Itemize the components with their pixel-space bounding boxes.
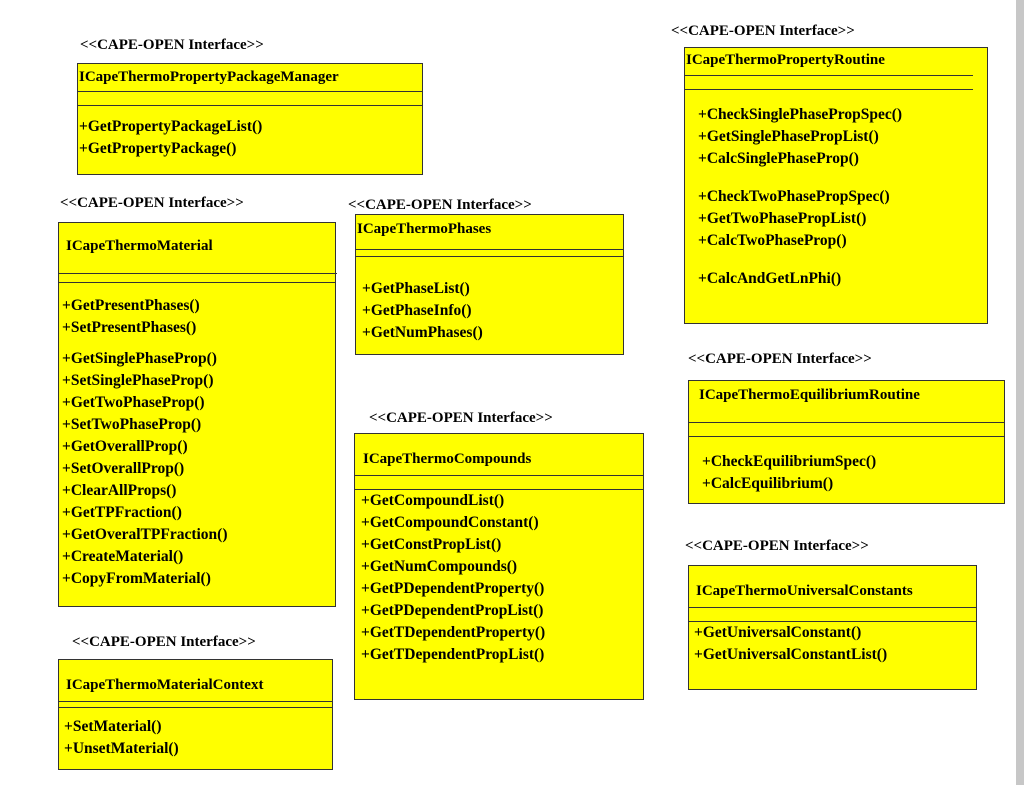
operation-item: +GetPresentPhases() xyxy=(62,297,200,314)
operation-item: +CheckTwoPhasePropSpec() xyxy=(698,188,890,205)
separator xyxy=(356,249,623,250)
separator xyxy=(59,701,332,702)
operation-list: +GetPropertyPackageList() +GetPropertyPac… xyxy=(79,116,262,160)
operation-item: +SetTwoPhaseProp() xyxy=(62,416,202,433)
separator xyxy=(689,621,976,622)
operation-item: +SetSinglePhaseProp() xyxy=(62,372,214,389)
operation-group-gap xyxy=(62,339,228,348)
operation-list: +GetPhaseList() +GetPhaseInfo() +GetNumPha… xyxy=(362,278,483,344)
operation-item: +GetTPFraction() xyxy=(62,504,182,521)
operation-item: +GetCompoundList() xyxy=(361,492,505,509)
operation-item: +GetPhaseInfo() xyxy=(362,302,472,319)
operation-item: +GetPDependentPropList() xyxy=(361,602,544,619)
operation-item: +GetSinglePhasePropList() xyxy=(698,128,879,145)
interface-box-package-manager: ICapeThermoPropertyPackageManager +GetPr… xyxy=(77,63,423,175)
separator xyxy=(78,91,422,92)
operation-item: +ClearAllProps() xyxy=(62,482,177,499)
separator xyxy=(356,256,623,257)
operation-item: +CalcSinglePhaseProp() xyxy=(698,150,859,167)
separator xyxy=(355,475,643,476)
operation-list: +SetMaterial() +UnsetMaterial() xyxy=(64,716,179,760)
operation-item: +GetUniversalConstantList() xyxy=(694,646,888,663)
interface-name: ICapeThermoMaterial xyxy=(66,238,213,254)
stereotype-label-material: <<CAPE-OPEN Interface>> xyxy=(60,195,244,211)
separator xyxy=(689,422,1004,423)
operation-item: +GetNumPhases() xyxy=(362,324,483,341)
stereotype-label-equilibrium-routine: <<CAPE-OPEN Interface>> xyxy=(688,351,872,367)
interface-box-equilibrium-routine: ICapeThermoEquilibriumRoutine +CheckEqui… xyxy=(688,380,1005,504)
separator xyxy=(685,89,973,90)
page-edge-strip xyxy=(1016,0,1024,785)
operation-item: +CalcAndGetLnPhi() xyxy=(698,270,842,287)
separator xyxy=(78,105,422,106)
interface-name: ICapeThermoEquilibriumRoutine xyxy=(699,387,920,403)
operation-item: +GetOveralTPFraction() xyxy=(62,526,228,543)
operation-item: +GetNumCompounds() xyxy=(361,558,518,575)
operation-item: +CopyFromMaterial() xyxy=(62,570,211,587)
operation-list: +GetUniversalConstant() +GetUniversalCons… xyxy=(694,622,887,666)
interface-name: ICapeThermoPhases xyxy=(357,221,492,237)
stereotype-label-property-routine: <<CAPE-OPEN Interface>> xyxy=(671,23,855,39)
interface-name: ICapeThermoCompounds xyxy=(363,451,532,467)
interface-box-material-context: ICapeThermoMaterialContext +SetMaterial(… xyxy=(58,659,333,770)
operation-item: +GetUniversalConstant() xyxy=(694,624,862,641)
operation-item: +UnsetMaterial() xyxy=(64,740,179,757)
operation-group-gap xyxy=(698,252,902,268)
interface-box-universal-constants: ICapeThermoUniversalConstants +GetUniver… xyxy=(688,565,977,690)
operation-item: +SetOverallProp() xyxy=(62,460,185,477)
separator xyxy=(355,489,643,490)
operation-group-gap xyxy=(698,170,902,186)
operation-list: +CheckSinglePhasePropSpec() +GetSinglePha… xyxy=(698,104,902,290)
separator xyxy=(59,707,332,708)
interface-name: ICapeThermoPropertyPackageManager xyxy=(79,69,339,85)
interface-box-compounds: ICapeThermoCompounds +GetCompoundList()+… xyxy=(354,433,644,700)
operation-item: +GetTwoPhasePropList() xyxy=(698,210,867,227)
operation-item: +GetPhaseList() xyxy=(362,280,470,297)
interface-name: ICapeThermoPropertyRoutine xyxy=(686,52,885,68)
operation-item: +GetPropertyPackageList() xyxy=(79,118,263,135)
operation-item: +CalcEquilibrium() xyxy=(702,475,834,492)
interface-name: ICapeThermoMaterialContext xyxy=(66,677,264,693)
stereotype-label-universal-constants: <<CAPE-OPEN Interface>> xyxy=(685,538,869,554)
interface-box-phases: ICapeThermoPhases +GetPhaseList()+GetPha… xyxy=(355,214,624,355)
stereotype-label-package-manager: <<CAPE-OPEN Interface>> xyxy=(80,37,264,53)
operation-list: +CheckEquilibriumSpec() +CalcEquilibrium(… xyxy=(702,451,876,495)
operation-item: +SetPresentPhases() xyxy=(62,319,197,336)
operation-item: +GetSinglePhaseProp() xyxy=(62,350,217,367)
operation-item: +CreateMaterial() xyxy=(62,548,184,565)
separator xyxy=(689,436,1004,437)
operation-item: +GetTDependentPropList() xyxy=(361,646,545,663)
operation-item: +CheckEquilibriumSpec() xyxy=(702,453,877,470)
operation-item: +GetOverallProp() xyxy=(62,438,188,455)
operation-item: +GetTDependentProperty() xyxy=(361,624,546,641)
separator xyxy=(689,607,976,608)
operation-item: +CalcTwoPhaseProp() xyxy=(698,232,847,249)
operation-item: +GetPDependentProperty() xyxy=(361,580,545,597)
operation-item: +GetPropertyPackage() xyxy=(79,140,237,157)
separator xyxy=(685,75,973,76)
interface-name: ICapeThermoUniversalConstants xyxy=(696,583,913,599)
operation-item: +SetMaterial() xyxy=(64,718,162,735)
operation-list: +GetPresentPhases() +SetPresentPhases() +G… xyxy=(62,295,228,590)
stereotype-label-material-context: <<CAPE-OPEN Interface>> xyxy=(72,634,256,650)
separator xyxy=(59,282,335,283)
separator xyxy=(59,273,337,274)
stereotype-label-compounds: <<CAPE-OPEN Interface>> xyxy=(369,410,553,426)
operation-list: +GetCompoundList() +GetCompoundConstant()… xyxy=(361,490,545,666)
operation-item: +CheckSinglePhasePropSpec() xyxy=(698,106,903,123)
stereotype-label-phases: <<CAPE-OPEN Interface>> xyxy=(348,197,532,213)
operation-item: +GetCompoundConstant() xyxy=(361,514,539,531)
interface-box-material: ICapeThermoMaterial +GetPresentPhases()+… xyxy=(58,222,337,607)
operation-item: +GetConstPropList() xyxy=(361,536,502,553)
operation-item: +GetTwoPhaseProp() xyxy=(62,394,205,411)
interface-box-property-routine: ICapeThermoPropertyRoutine +CheckSingleP… xyxy=(684,47,988,324)
